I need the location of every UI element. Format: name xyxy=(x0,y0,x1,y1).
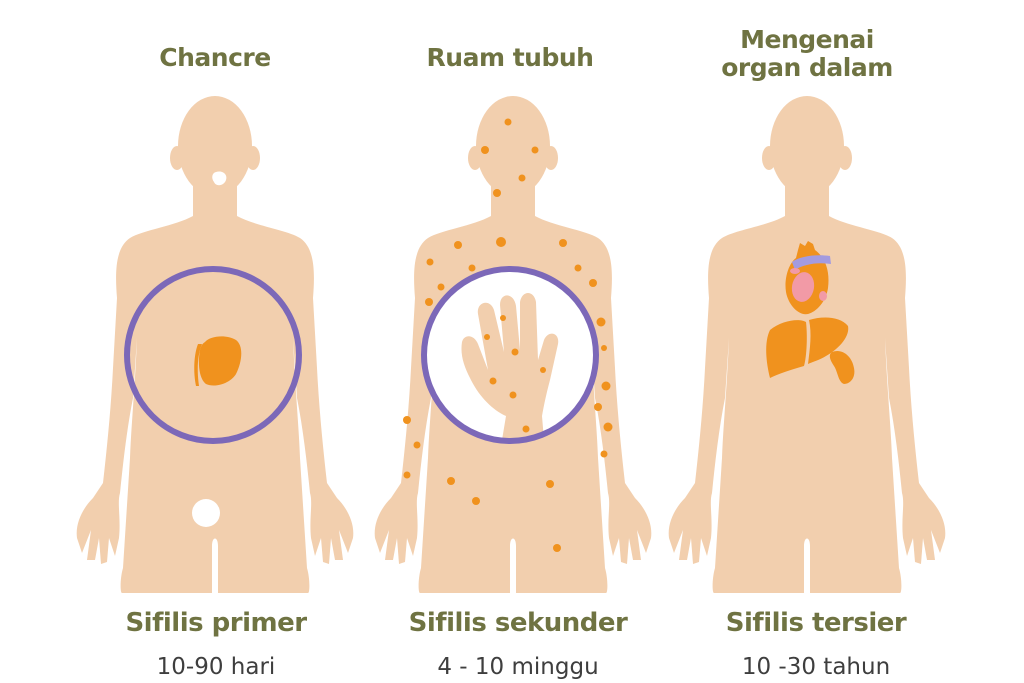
rash-spots xyxy=(403,118,613,552)
panel-3-symptom-line1: Mengenai xyxy=(740,25,874,54)
panel-3-symptom-line2: organ dalam xyxy=(721,53,893,82)
panel-3-stage-label: Sifilis tersier xyxy=(725,608,907,638)
panel-2-symptom-title: Ruam tubuh xyxy=(426,43,594,72)
panel-3-symptom-title: Mengenai organ dalam xyxy=(667,26,947,82)
heart-icon xyxy=(785,241,831,315)
panel-2-focus-ring xyxy=(421,266,599,444)
palm-rash-hand-icon xyxy=(461,293,559,440)
panel-1-focus-ring xyxy=(124,266,302,444)
panel-2-duration: 4 - 10 minggu xyxy=(437,654,599,680)
liver-icon xyxy=(766,317,849,378)
panel-3-body xyxy=(668,96,946,593)
panel-2-stage-label: Sifilis sekunder xyxy=(408,608,628,638)
genital-chancre-icon xyxy=(192,499,220,527)
panel-1-stage-label: Sifilis primer xyxy=(125,608,307,638)
panel-1-duration: 10-90 hari xyxy=(156,654,276,680)
spleen-icon xyxy=(829,350,855,384)
panel-3-duration: 10 -30 tahun xyxy=(741,654,891,680)
chancre-lesion-icon xyxy=(194,336,242,386)
oral-chancre-icon xyxy=(212,171,227,186)
palm-rash-spots xyxy=(484,315,546,433)
panel-1-symptom-title: Chancre xyxy=(159,43,271,72)
